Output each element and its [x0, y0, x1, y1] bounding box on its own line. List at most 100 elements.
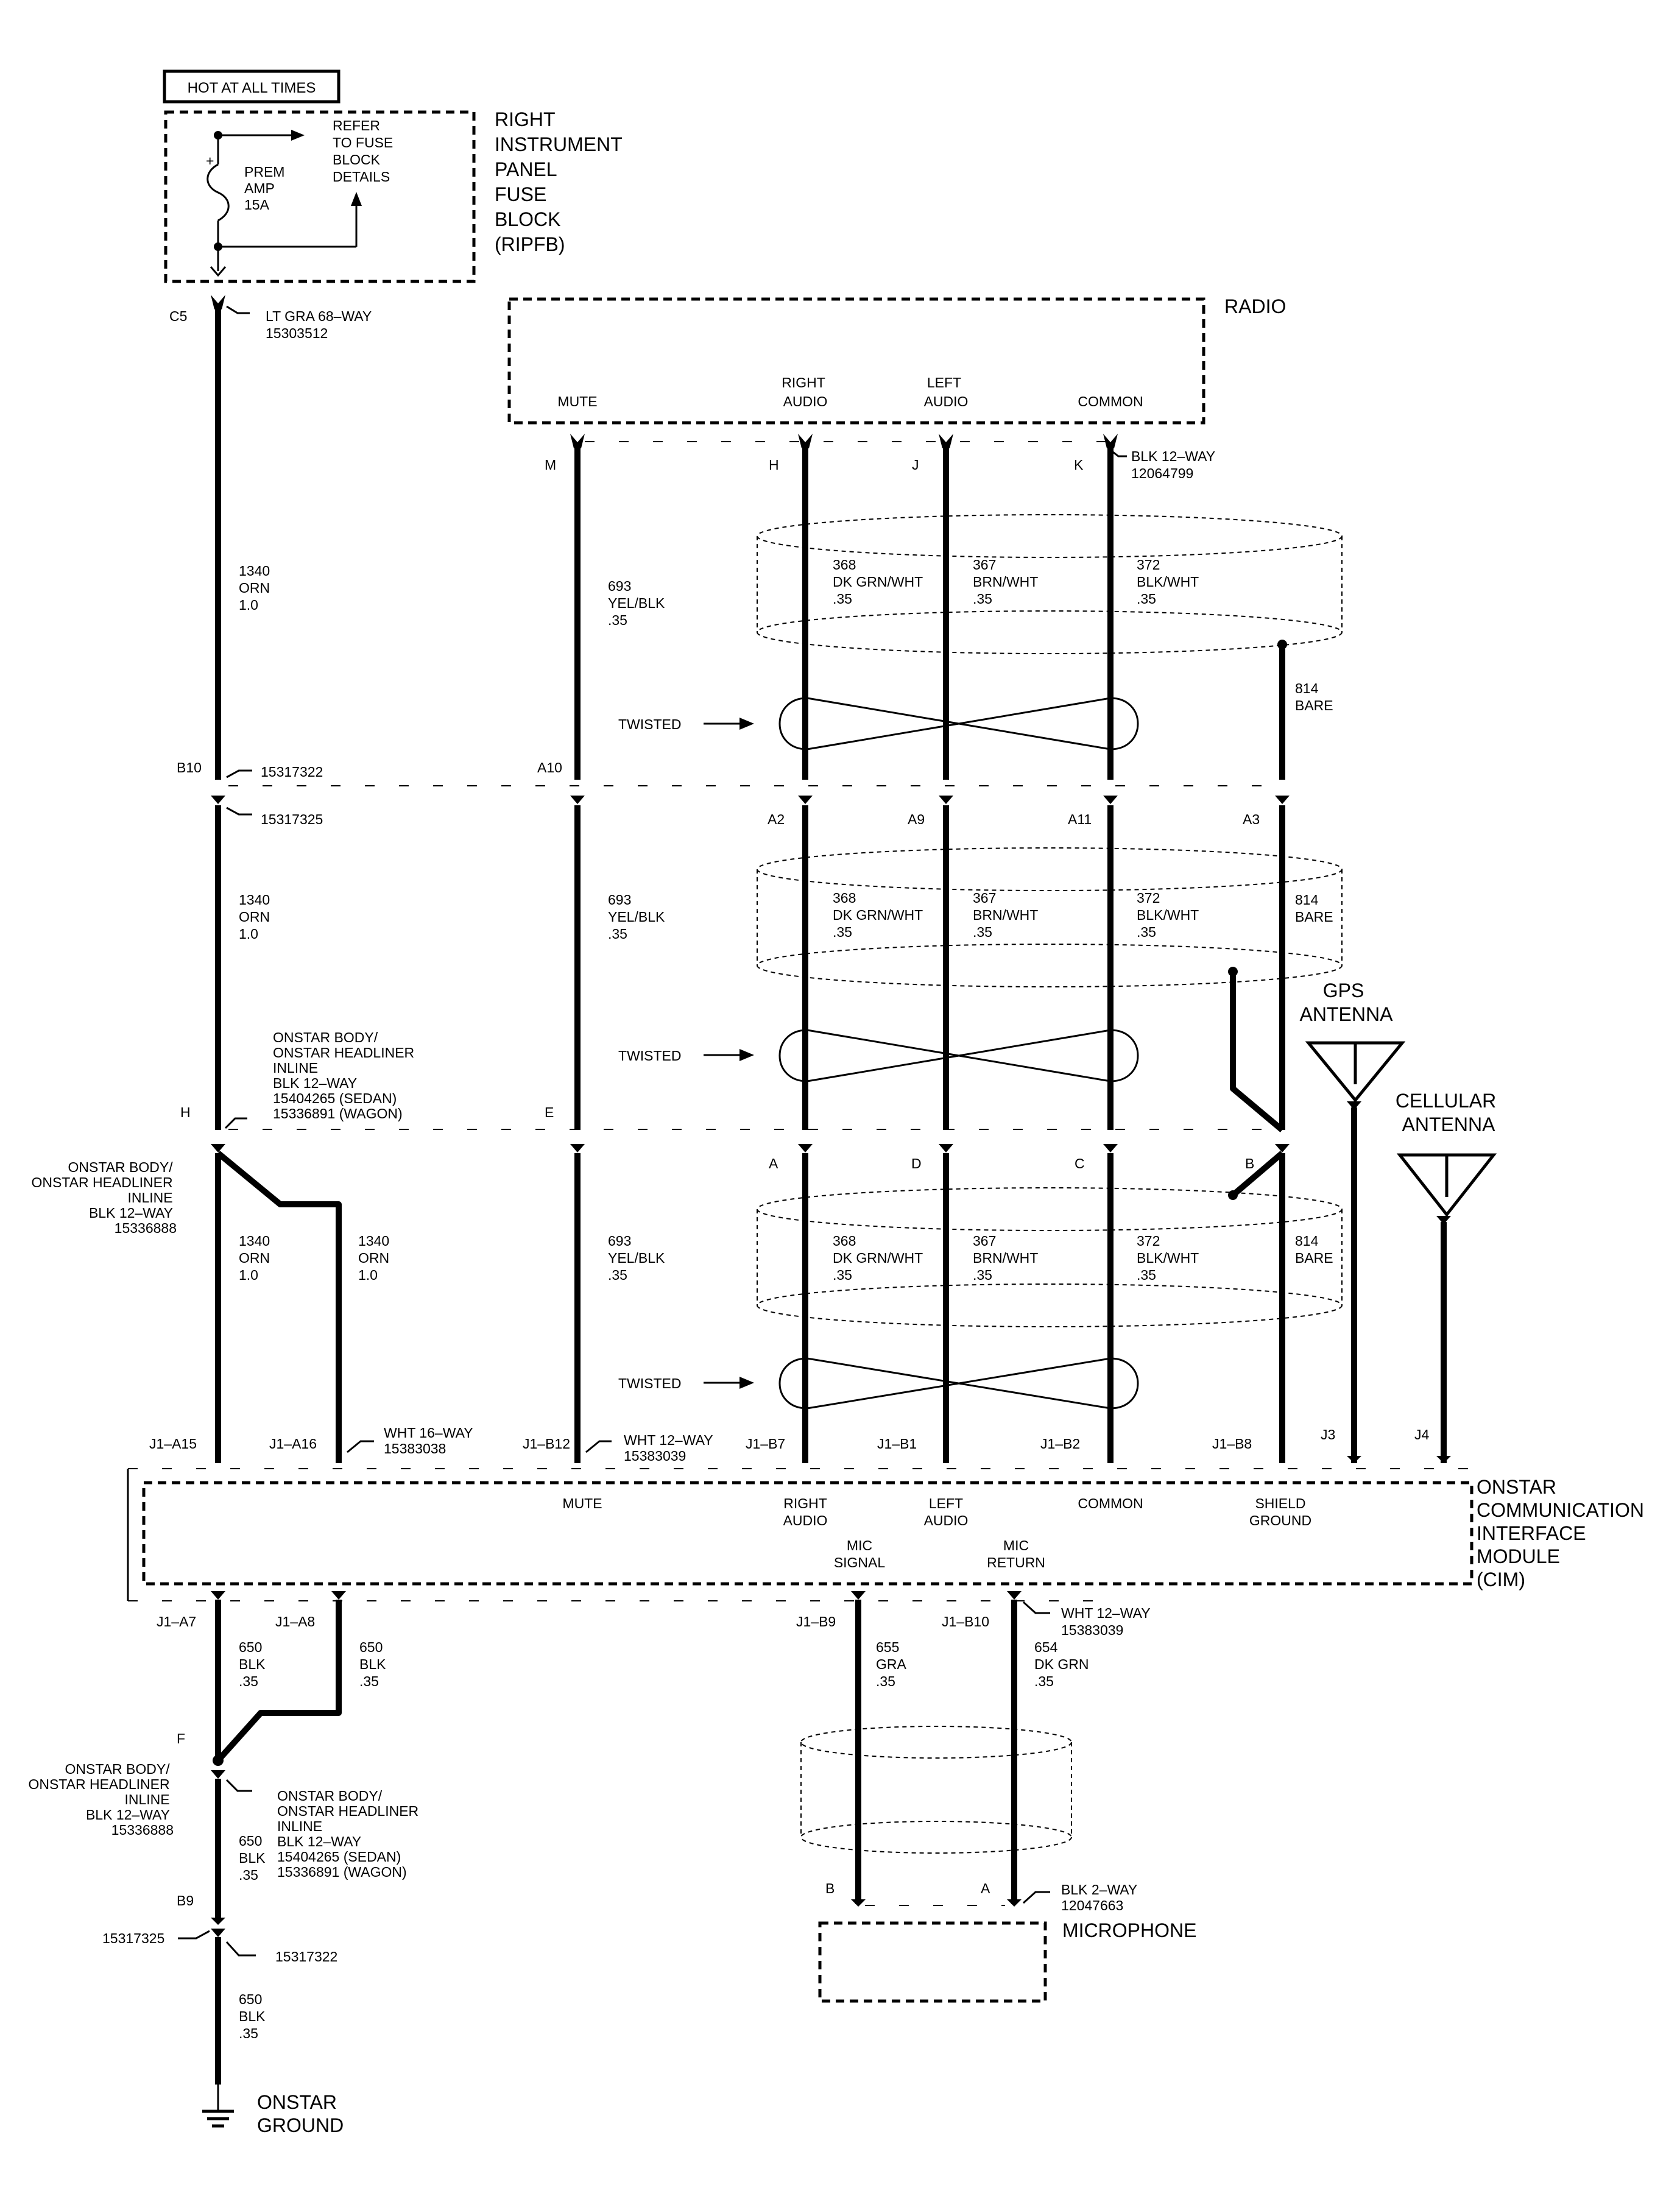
- mic-pin-b: B: [825, 1880, 835, 1896]
- cim-pin-a8: J1–A8: [275, 1614, 315, 1629]
- gps-antenna-label: GPS ANTENNA: [1300, 980, 1394, 1025]
- cim-pin-b9: J1–B9: [796, 1614, 836, 1629]
- radio-pin-j: J: [912, 457, 919, 473]
- cim-pin-b2: J1–B2: [1040, 1436, 1080, 1452]
- wires: [215, 303, 1447, 2085]
- inline2-label: ONSTAR BODY/ ONSTAR HEADLINER INLINE BLK…: [273, 1029, 418, 1121]
- inline2-pin-a: A: [769, 1156, 778, 1171]
- inline1-pin-a10: A10: [537, 760, 562, 775]
- cim-pin-b7: J1–B7: [746, 1436, 785, 1452]
- svg-text:+: +: [206, 153, 214, 169]
- radio-pin-h: H: [769, 457, 779, 473]
- cim-module: ONSTAR COMMUNICATION INTERFACE MODULE (C…: [127, 1425, 1650, 1638]
- inline2-pin-c: C: [1075, 1156, 1085, 1171]
- fuse-block-outline: [164, 110, 476, 283]
- cim-pin-b8: J1–B8: [1212, 1436, 1252, 1452]
- fuse-block-title: RIGHT INSTRUMENT PANEL FUSE BLOCK (RIPFB…: [495, 108, 627, 255]
- cim-outline: [142, 1481, 1474, 1586]
- hot-at-all-times-box: [163, 69, 341, 104]
- mic-connector-label: BLK 2–WAY 12047663: [1061, 1882, 1141, 1913]
- cim-common-label: COMMON: [1078, 1495, 1143, 1511]
- inline1-top-part: 15317322: [261, 764, 323, 780]
- cim-pin-a15: J1–A15: [149, 1436, 197, 1452]
- microphone: MICROPHONE B A BLK 2–WAY 12047663: [818, 1880, 1196, 2003]
- twisted-label-2: TWISTED: [618, 1048, 682, 1064]
- inline1-bottom-part: 15317325: [261, 811, 323, 827]
- microphone-title: MICROPHONE: [1062, 1919, 1196, 1941]
- b9-pin: B9: [177, 1893, 194, 1908]
- radio-pin-k: K: [1074, 457, 1084, 473]
- b9-bottom-part: 15317322: [275, 1949, 337, 1965]
- fuse-label: PREM AMP 15A: [244, 164, 289, 213]
- radio-outline: [507, 297, 1205, 425]
- twisted-label-1: TWISTED: [618, 716, 682, 732]
- cim-pin-b1: J1–B1: [877, 1436, 917, 1452]
- inline1-pin-a9: A9: [908, 811, 925, 827]
- radio-left-audio-label: LEFT AUDIO: [924, 375, 969, 409]
- cellular-antenna-label: CELLULAR ANTENNA: [1396, 1090, 1502, 1135]
- cim-mute-label: MUTE: [562, 1495, 602, 1511]
- inline2-pin-h: H: [180, 1104, 191, 1120]
- splice-f: [213, 1755, 224, 1766]
- inline2-pin-d: D: [911, 1156, 922, 1171]
- radio-connector-label: BLK 12–WAY 12064799: [1131, 448, 1219, 481]
- splice-f-label: F: [177, 1731, 185, 1746]
- inline2-pin-e: E: [545, 1104, 554, 1120]
- inline1-pin-a2: A2: [768, 811, 785, 827]
- cim-title: ONSTAR COMMUNICATION INTERFACE MODULE (C…: [1477, 1476, 1650, 1590]
- shield-cylinders: [757, 514, 1343, 1854]
- f-right-label: ONSTAR BODY/ ONSTAR HEADLINER INLINE BLK…: [277, 1788, 423, 1880]
- microphone-outline: [818, 1921, 1047, 2003]
- mic-pin-a: A: [981, 1880, 990, 1896]
- hot-at-all-times-label: HOT AT ALL TIMES: [188, 80, 316, 96]
- c5-pin: C5: [169, 308, 187, 324]
- cim-pin-a16: J1–A16: [269, 1436, 317, 1452]
- pin-j3: J3: [1321, 1427, 1335, 1442]
- refer-to-fuse-block-label: REFER TO FUSE BLOCK DETAILS: [333, 118, 397, 185]
- inline2-pin-b: B: [1245, 1156, 1254, 1171]
- cim-pin-b10: J1–B10: [942, 1614, 989, 1629]
- twisted-label-3: TWISTED: [618, 1375, 682, 1391]
- inline1-pin-b10: B10: [177, 760, 202, 775]
- ground-icon: [202, 2085, 234, 2128]
- radio-common-label: COMMON: [1078, 394, 1143, 409]
- radio-mute-label: MUTE: [557, 394, 597, 409]
- pin-j4: J4: [1414, 1427, 1430, 1442]
- b9-top-part: 15317325: [102, 1930, 164, 1946]
- inline2-left-label: ONSTAR BODY/ ONSTAR HEADLINER INLINE BLK…: [31, 1159, 177, 1236]
- connector-labels: C5 LT GRA 68–WAY 15303512 B10 A10 153173…: [31, 305, 1270, 1236]
- radio: RADIO MUTE RIGHT AUDIO LEFT AUDIO COMMON…: [507, 295, 1286, 481]
- ground-section: F ONSTAR BODY/ ONSTAR HEADLINER INLINE B…: [28, 1731, 423, 2136]
